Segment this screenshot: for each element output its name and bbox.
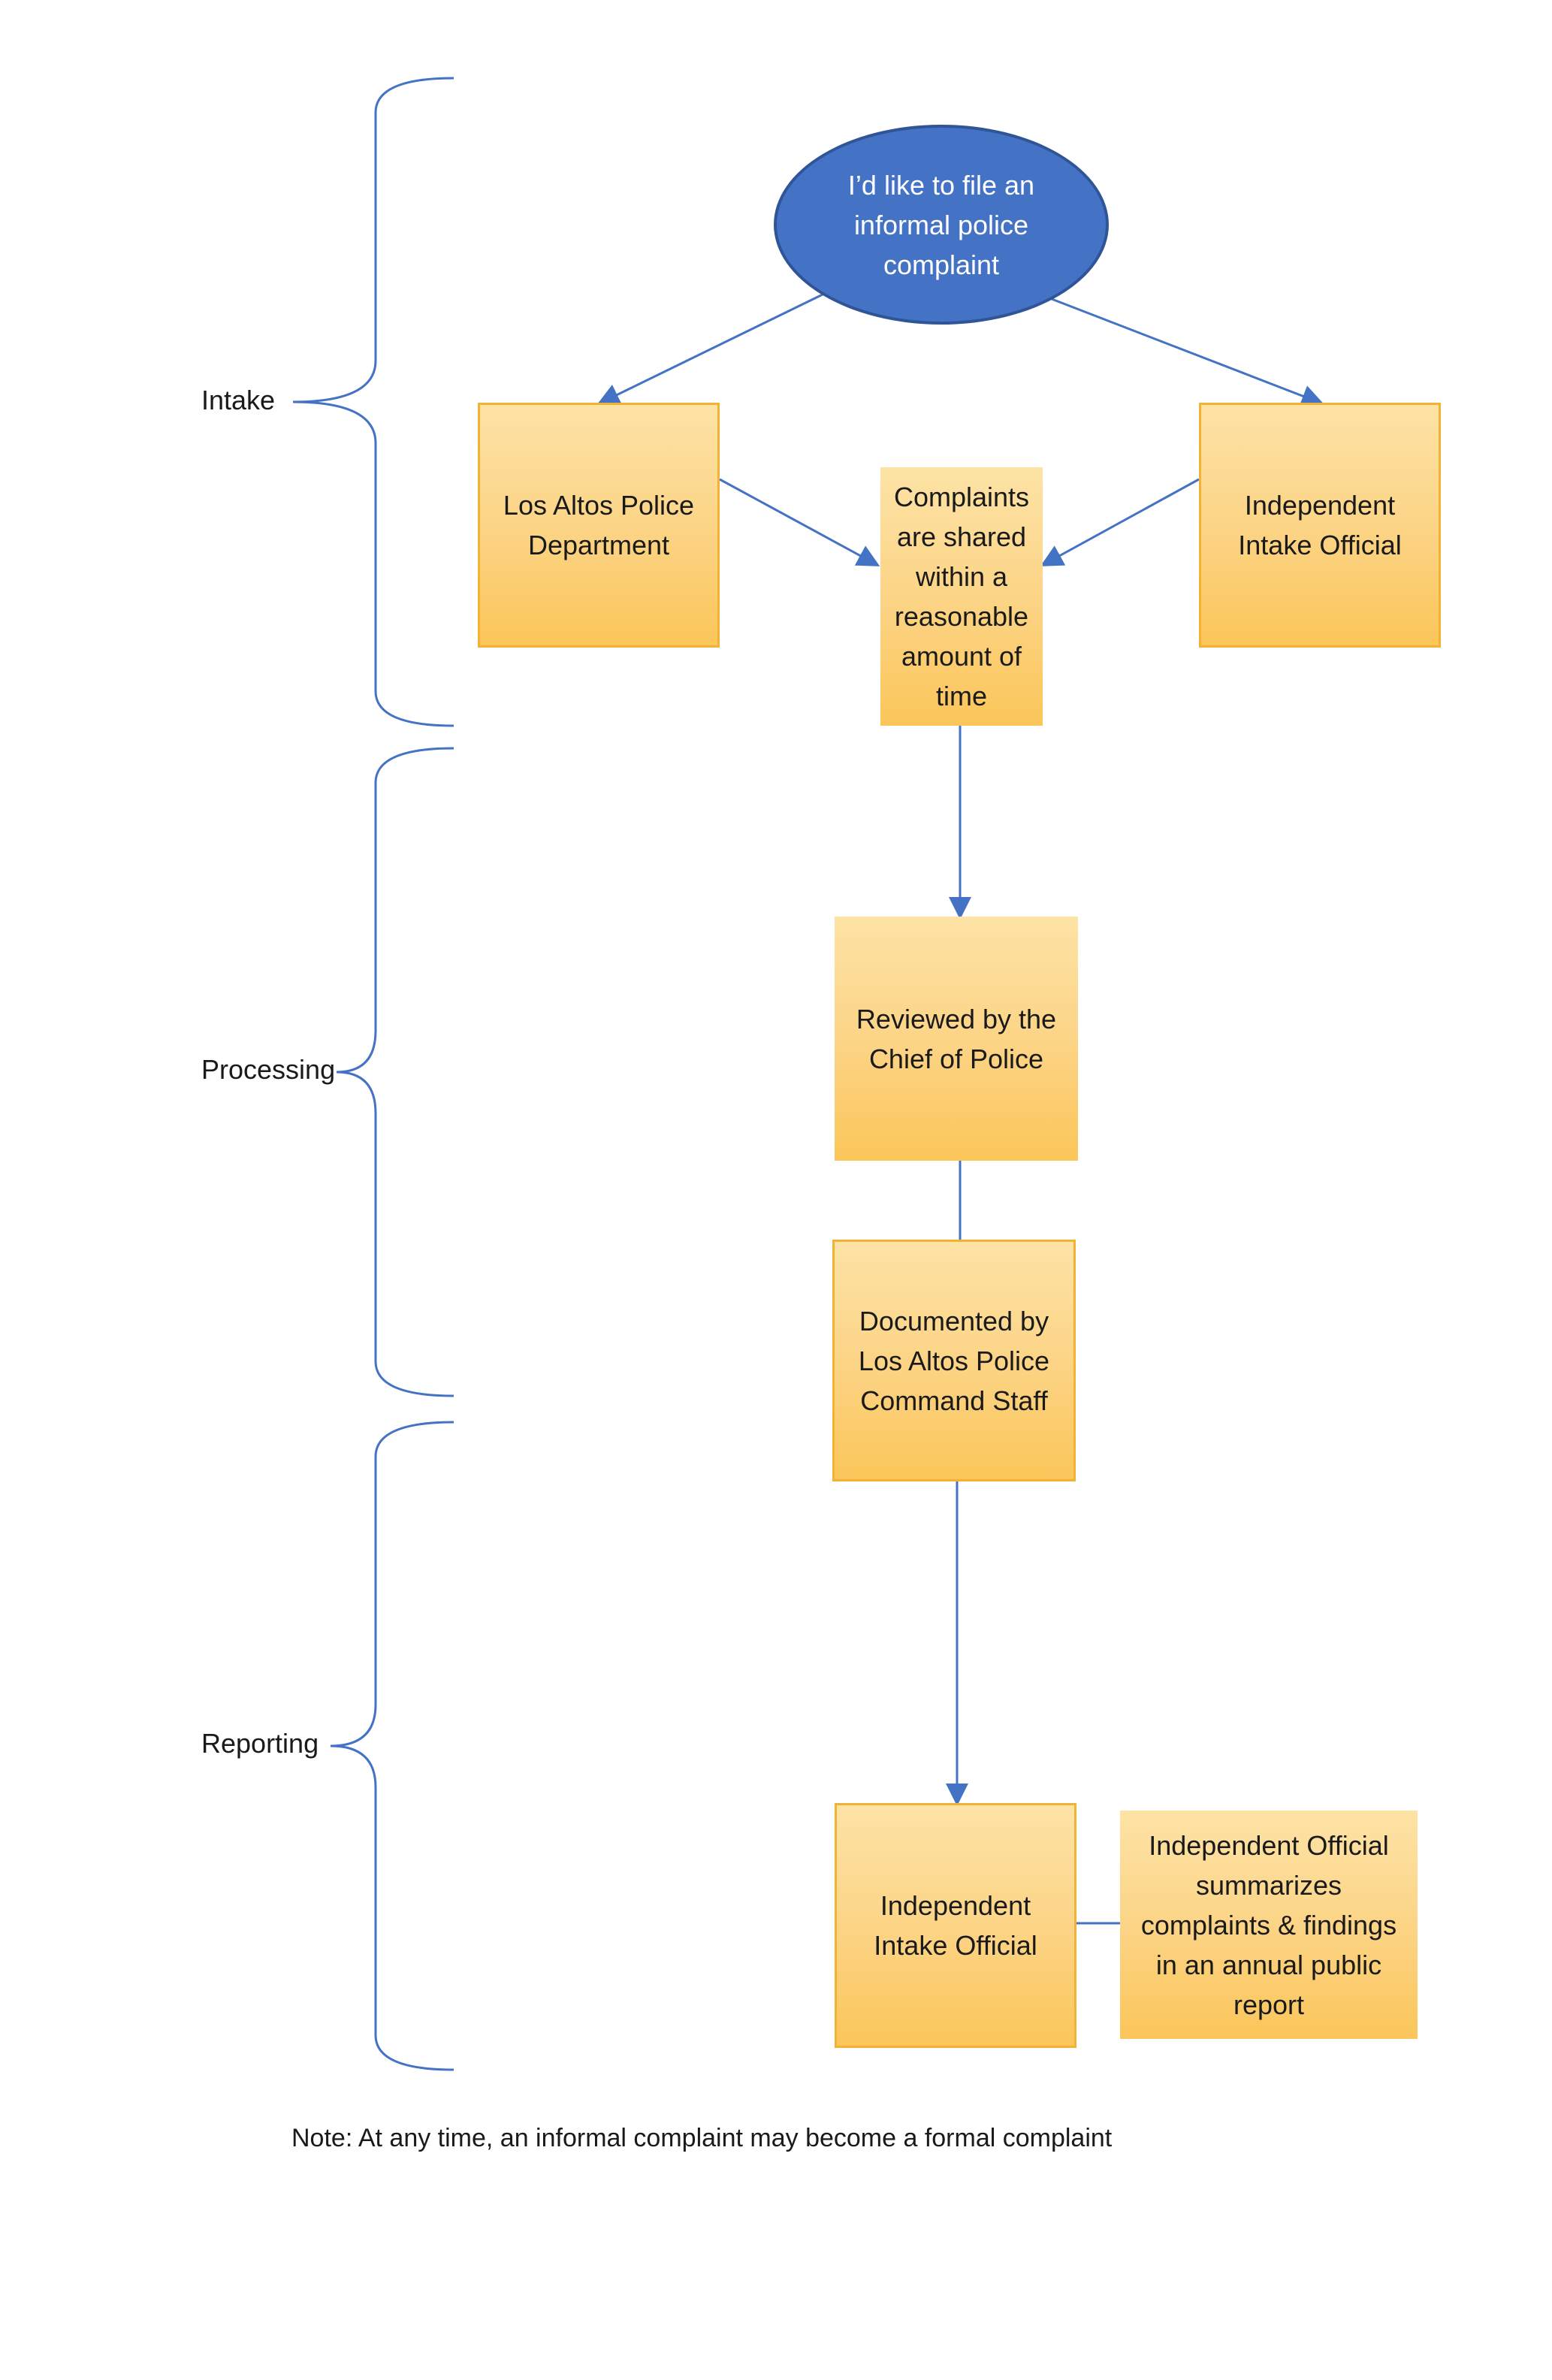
arrow-start-to-intake-official xyxy=(1051,298,1324,407)
reporting-brace xyxy=(330,1421,454,2071)
reviewed-by-chief-label: Reviewed by the Chief of Police xyxy=(856,1003,1057,1074)
start-node-label: I’d like to file an informal police comp… xyxy=(847,169,1035,280)
documented-by-command-staff-box: Documented by Los Altos Police Command S… xyxy=(832,1240,1076,1481)
reviewed-by-chief-box: Reviewed by the Chief of Police xyxy=(835,917,1078,1161)
annual-report-label: Independent Official summarizes complain… xyxy=(1140,1829,1397,2020)
footnote: Note: At any time, an informal complaint… xyxy=(291,2124,1113,2152)
arrow-start-to-pd xyxy=(596,293,823,405)
phase-label-reporting: Reporting xyxy=(201,1728,319,1759)
documented-by-command-staff-label: Documented by Los Altos Police Command S… xyxy=(858,1305,1050,1416)
start-node-oval: I’d like to file an informal police comp… xyxy=(774,125,1109,325)
intake-official-bottom-box: Independent Intake Official xyxy=(835,1803,1076,2048)
phase-label-processing: Processing xyxy=(201,1054,336,1085)
intake-brace xyxy=(292,77,454,727)
complaints-shared-box: Complaints are shared within a reasonabl… xyxy=(880,467,1043,726)
intake-official-top-label: Independent Intake Official xyxy=(1238,490,1402,560)
los-altos-pd-label: Los Altos Police Department xyxy=(503,490,695,560)
annual-report-box: Independent Official summarizes complain… xyxy=(1120,1811,1418,2039)
arrow-pd-to-shared xyxy=(719,478,880,566)
phase-label-intake: Intake xyxy=(201,385,276,415)
complaints-shared-label: Complaints are shared within a reasonabl… xyxy=(893,482,1030,711)
processing-brace xyxy=(336,747,454,1397)
arrow-intake-official-to-shared xyxy=(1040,478,1200,566)
los-altos-pd-box: Los Altos Police Department xyxy=(478,403,720,648)
intake-official-top-box: Independent Intake Official xyxy=(1199,403,1441,648)
intake-official-bottom-label: Independent Intake Official xyxy=(874,1890,1037,1961)
